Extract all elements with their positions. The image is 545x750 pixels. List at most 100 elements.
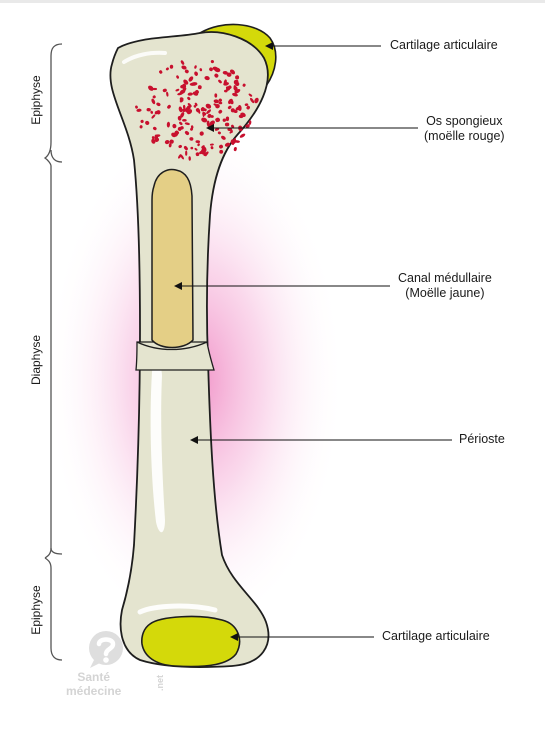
spongy-pore — [195, 152, 200, 157]
bottom-highlight — [137, 603, 218, 615]
spongy-pore — [213, 99, 219, 104]
spongy-pore — [195, 108, 200, 113]
spongy-pore — [151, 98, 156, 105]
spongy-pore — [228, 98, 233, 105]
spongy-pore — [179, 126, 184, 130]
bracket-epiphysis-top — [43, 43, 63, 167]
spongy-pore — [154, 137, 159, 142]
spongy-pore — [218, 79, 222, 84]
spongy-pore — [187, 92, 193, 96]
spongy-bone — [135, 59, 259, 161]
spongy-pore — [214, 73, 219, 78]
spongy-pore — [159, 70, 163, 74]
spongy-pore — [214, 93, 218, 98]
spongy-pore — [184, 131, 190, 135]
spongy-pore — [205, 103, 212, 109]
spongy-pore — [189, 82, 197, 86]
top-highlight — [122, 50, 167, 64]
region-label-bottom-epiphysis: Epiphyse — [29, 585, 43, 635]
spongy-pore — [235, 75, 240, 80]
region-label-top-epiphysis: Epiphyse — [29, 75, 43, 125]
spongy-pore — [184, 122, 190, 126]
bottom-cartilage-cap — [141, 615, 241, 668]
spongy-pore — [242, 83, 246, 87]
spongy-pore — [169, 139, 174, 144]
spongy-pore — [225, 116, 230, 122]
spongy-pore — [180, 60, 185, 65]
spongy-pore — [214, 67, 221, 73]
spongy-pore — [165, 67, 169, 71]
spongy-pore — [239, 133, 246, 138]
spongy-pore — [201, 146, 207, 153]
label-spongy-bone-line2: (moëlle rouge) — [424, 129, 505, 143]
label-medullary-canal-line1: Canal médullaire — [398, 271, 492, 285]
spongy-pore — [219, 149, 224, 154]
spongy-pore — [215, 103, 220, 109]
spongy-pore — [219, 144, 223, 149]
spongy-pore — [229, 69, 236, 75]
spongy-pore — [189, 137, 194, 141]
spongy-pore — [248, 93, 253, 97]
spongy-pore — [182, 108, 186, 113]
cut-section — [135, 341, 215, 371]
spongy-pore — [178, 106, 183, 113]
spongy-pore — [172, 123, 177, 129]
spongy-pore — [233, 79, 239, 86]
spongy-pore — [192, 91, 199, 96]
watermark-suffix: .net — [155, 674, 166, 692]
spongy-pore — [150, 110, 154, 114]
spongy-pore — [210, 59, 214, 64]
spongy-pore — [245, 124, 250, 128]
label-spongy-bone-line1: Os spongieux — [426, 114, 503, 128]
spongy-pore — [188, 156, 191, 161]
spongy-pore — [199, 68, 203, 72]
spongy-pore — [231, 124, 235, 129]
spongy-pore — [221, 135, 226, 140]
spongy-pore — [156, 102, 161, 107]
spongy-pore — [184, 69, 189, 74]
label-medullary-canal: Canal médullaire (Moëlle jaune) — [398, 271, 492, 301]
spongy-pore — [201, 107, 206, 112]
spongy-pore — [217, 131, 221, 135]
bracket-separator-top — [50, 149, 63, 163]
spongy-pore — [190, 146, 194, 150]
spongy-pore — [180, 154, 184, 160]
spongy-pore — [177, 92, 184, 96]
spongy-pore — [162, 88, 167, 93]
spongy-pore — [179, 121, 183, 126]
spongy-pore — [201, 117, 208, 123]
spongy-pore — [183, 79, 189, 85]
spongy-pore — [218, 109, 223, 114]
shaft-highlight — [150, 364, 165, 533]
bracket-diaphysis-cap — [50, 547, 63, 555]
spongy-pore — [233, 147, 237, 152]
spongy-pore — [180, 112, 185, 118]
spongy-pore — [168, 143, 172, 148]
spongy-pore — [167, 104, 171, 109]
spongy-pore — [193, 105, 197, 108]
spongy-pore — [222, 70, 228, 75]
bracket-separator-bottom — [44, 557, 63, 661]
spongy-pore — [151, 138, 156, 144]
spongy-pore — [194, 147, 198, 151]
label-medullary-canal-line2: (Moëlle jaune) — [405, 286, 485, 300]
spongy-pore — [156, 110, 161, 115]
spongy-pore — [140, 119, 144, 123]
spongy-pore — [181, 83, 187, 90]
spongy-pore — [195, 140, 201, 144]
spongy-pore — [136, 108, 142, 112]
spongy-pore — [190, 127, 194, 131]
spongy-pore — [230, 108, 235, 113]
spongy-pore — [166, 121, 171, 128]
spongy-pore — [244, 103, 249, 107]
spongy-pore — [197, 85, 202, 90]
spongy-pore — [183, 145, 188, 151]
spongy-pore — [152, 126, 157, 131]
spongy-pore — [235, 106, 242, 111]
watermark-text: Santé médecine .net — [66, 670, 165, 698]
spongy-pore — [218, 98, 223, 102]
spongy-pore — [227, 105, 232, 110]
spongy-pore — [198, 150, 204, 155]
spongy-pore — [145, 120, 150, 125]
